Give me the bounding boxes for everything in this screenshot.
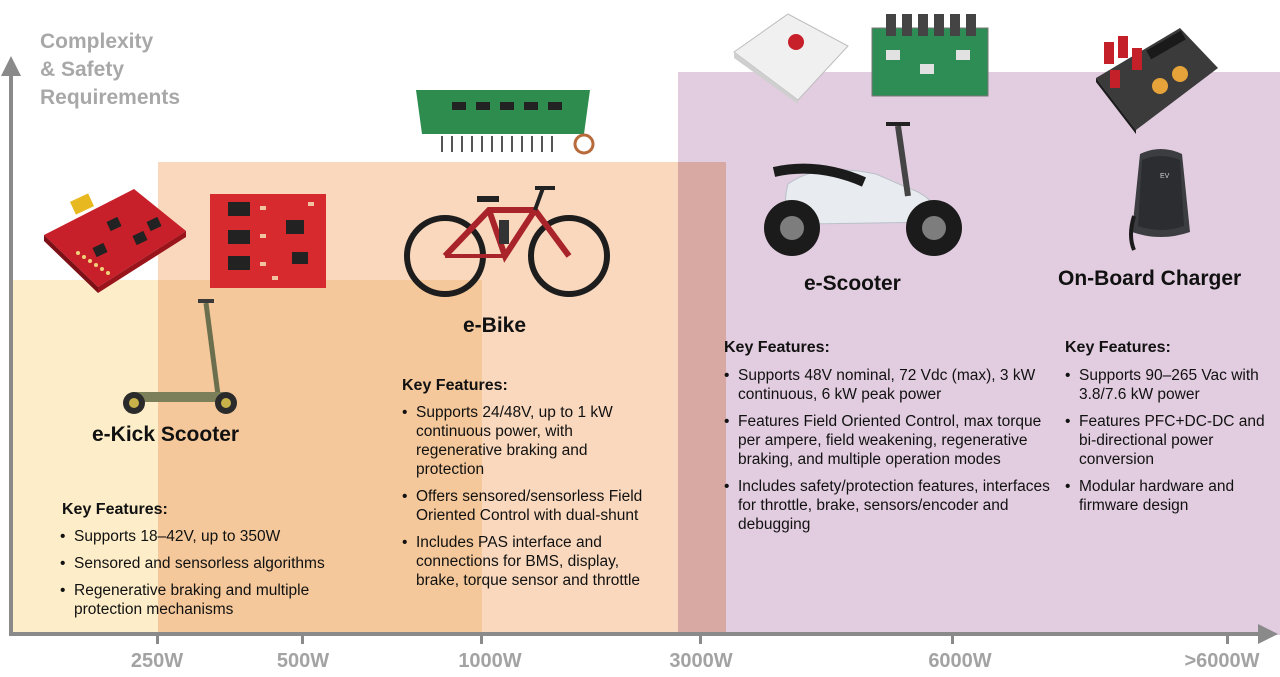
x-tick-mark (480, 632, 483, 644)
x-tick-mark (699, 632, 702, 644)
kick-scooter-title: e-Kick Scooter (92, 423, 240, 446)
ebike-escooter-overlap-zone (678, 162, 726, 635)
charger-key-features-title: Key Features: (1065, 339, 1171, 356)
feature-item: Features PFC+DC-DC and bi-directional po… (1065, 412, 1277, 469)
feature-item: Regenerative braking and multiple protec… (60, 581, 364, 619)
escooter-key-features-title: Key Features: (724, 339, 830, 356)
x-tick-label: 250W (130, 650, 184, 672)
feature-item: Supports 48V nominal, 72 Vdc (max), 3 kW… (724, 366, 1054, 404)
escooter-title: e-Scooter (804, 272, 901, 295)
feature-item: Includes PAS interface and connections f… (402, 533, 652, 590)
x-tick-mark (301, 632, 304, 644)
x-tick-label: >6000W (1184, 650, 1260, 672)
kick-scooter-image (123, 299, 237, 414)
x-tick-mark (156, 632, 159, 644)
ev-charger-image: EV (1129, 149, 1190, 251)
feature-item: Modular hardware and firmware design (1065, 477, 1277, 515)
escooter-feature-list: Supports 48V nominal, 72 Vdc (max), 3 kW… (724, 366, 1054, 542)
ev-charger-label: EV (1160, 173, 1170, 180)
kick-scooter-feature-list: Supports 18–42V, up to 350W Sensored and… (60, 527, 390, 627)
kick-scooter-key-features-title: Key Features: (62, 501, 168, 518)
feature-item: Features Field Oriented Control, max tor… (724, 412, 1054, 469)
y-axis-arrow (1, 56, 21, 76)
green-motor-control-board-image (416, 90, 595, 155)
escooter-image (764, 122, 962, 256)
charger-title: On-Board Charger (1058, 267, 1242, 290)
feature-item: Sensored and sensorless algorithms (60, 554, 390, 573)
y-axis-label-line-1: Complexity (40, 30, 154, 53)
x-tick-mark (1226, 632, 1229, 644)
red-power-board-image (210, 194, 326, 288)
x-tick-label: 3000W (669, 650, 733, 672)
red-controller-board-image (44, 189, 186, 293)
charger-board-image (1096, 28, 1218, 134)
y-axis-label-line-2: & Safety (40, 58, 125, 81)
x-axis-arrow (1258, 624, 1278, 644)
white-motor-controller-image (733, 13, 849, 104)
feature-item: Offers sensored/sensorless Field Oriente… (402, 487, 652, 525)
x-tick-label: 1000W (458, 650, 522, 672)
ebike-feature-list: Supports 24/48V, up to 1 kW continuous p… (402, 403, 652, 598)
green-inverter-board-image (871, 14, 989, 97)
charger-feature-list: Supports 90–265 Vac with 3.8/7.6 kW powe… (1065, 366, 1277, 523)
y-axis-label-line-3: Requirements (40, 86, 181, 109)
feature-item: Supports 24/48V, up to 1 kW continuous p… (402, 403, 652, 479)
x-tick-label: 6000W (928, 650, 992, 672)
ebike-key-features-title: Key Features: (402, 377, 508, 394)
ebike-image (404, 186, 610, 297)
x-tick-mark (951, 632, 954, 644)
feature-item: Supports 90–265 Vac with 3.8/7.6 kW powe… (1065, 366, 1277, 404)
feature-item: Includes safety/protection features, int… (724, 477, 1054, 534)
x-tick-label: 500W (276, 650, 330, 672)
feature-item: Supports 18–42V, up to 350W (60, 527, 390, 546)
ebike-title: e-Bike (463, 314, 527, 337)
y-axis-label: Complexity & Safety Requirements (40, 28, 180, 112)
